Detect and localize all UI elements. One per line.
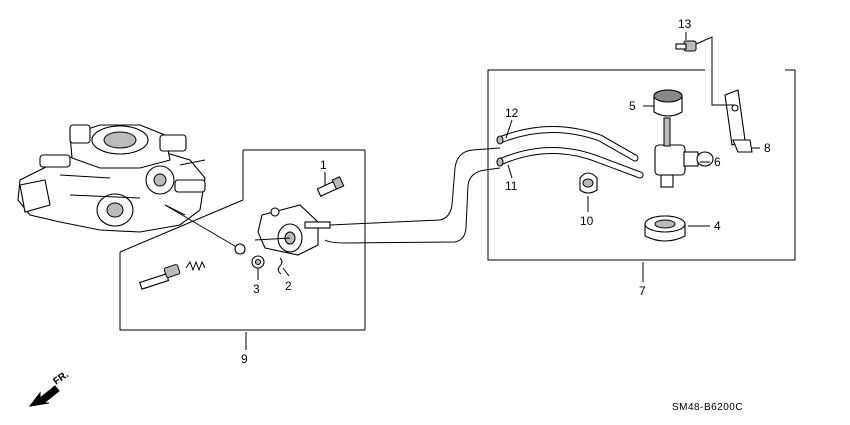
clamp-10 (579, 172, 598, 194)
callout-4: 4 (714, 219, 721, 233)
callout-labels: 1 2 3 4 5 6 7 8 9 10 11 12 13 (241, 17, 771, 366)
callout-6: 6 (714, 155, 721, 169)
vacuum-line-upper (329, 147, 501, 226)
nut-3 (234, 243, 265, 269)
screw-spring-set (139, 260, 206, 290)
callout-7: 7 (639, 284, 646, 298)
leader-lines (245, 32, 760, 350)
callout-3: 3 (253, 282, 260, 296)
front-direction-label: FR. (51, 369, 71, 387)
callout-9: 9 (241, 352, 248, 366)
callout-1: 1 (320, 158, 327, 172)
bolt-13 (675, 40, 697, 52)
filter-cap-5 (653, 89, 683, 117)
throttle-body-assembly (17, 124, 206, 233)
solenoid-valve-6 (654, 117, 714, 188)
callout-5: 5 (629, 99, 636, 113)
callout-10: 10 (580, 214, 594, 228)
kit-frame-7 (487, 69, 796, 261)
clip-2 (277, 257, 283, 275)
hose-11 (496, 146, 644, 179)
bracket-8 (724, 89, 753, 153)
grommet-4 (644, 215, 686, 242)
diagram-code: SM48-B6200C (672, 402, 743, 413)
callout-8: 8 (764, 141, 771, 155)
kit-frame-9 (119, 149, 366, 331)
callout-11: 11 (505, 179, 518, 193)
leader-throttle-to-actuator (164, 204, 246, 253)
actuator (254, 204, 331, 256)
bolt-1 (316, 176, 345, 198)
front-direction-arrow-icon (28, 385, 60, 407)
callout-13: 13 (678, 17, 692, 31)
vacuum-line-lower (324, 167, 501, 244)
hose-12 (496, 125, 639, 162)
leader-13 (695, 36, 735, 106)
callout-12: 12 (505, 106, 519, 120)
callout-2: 2 (285, 279, 292, 293)
